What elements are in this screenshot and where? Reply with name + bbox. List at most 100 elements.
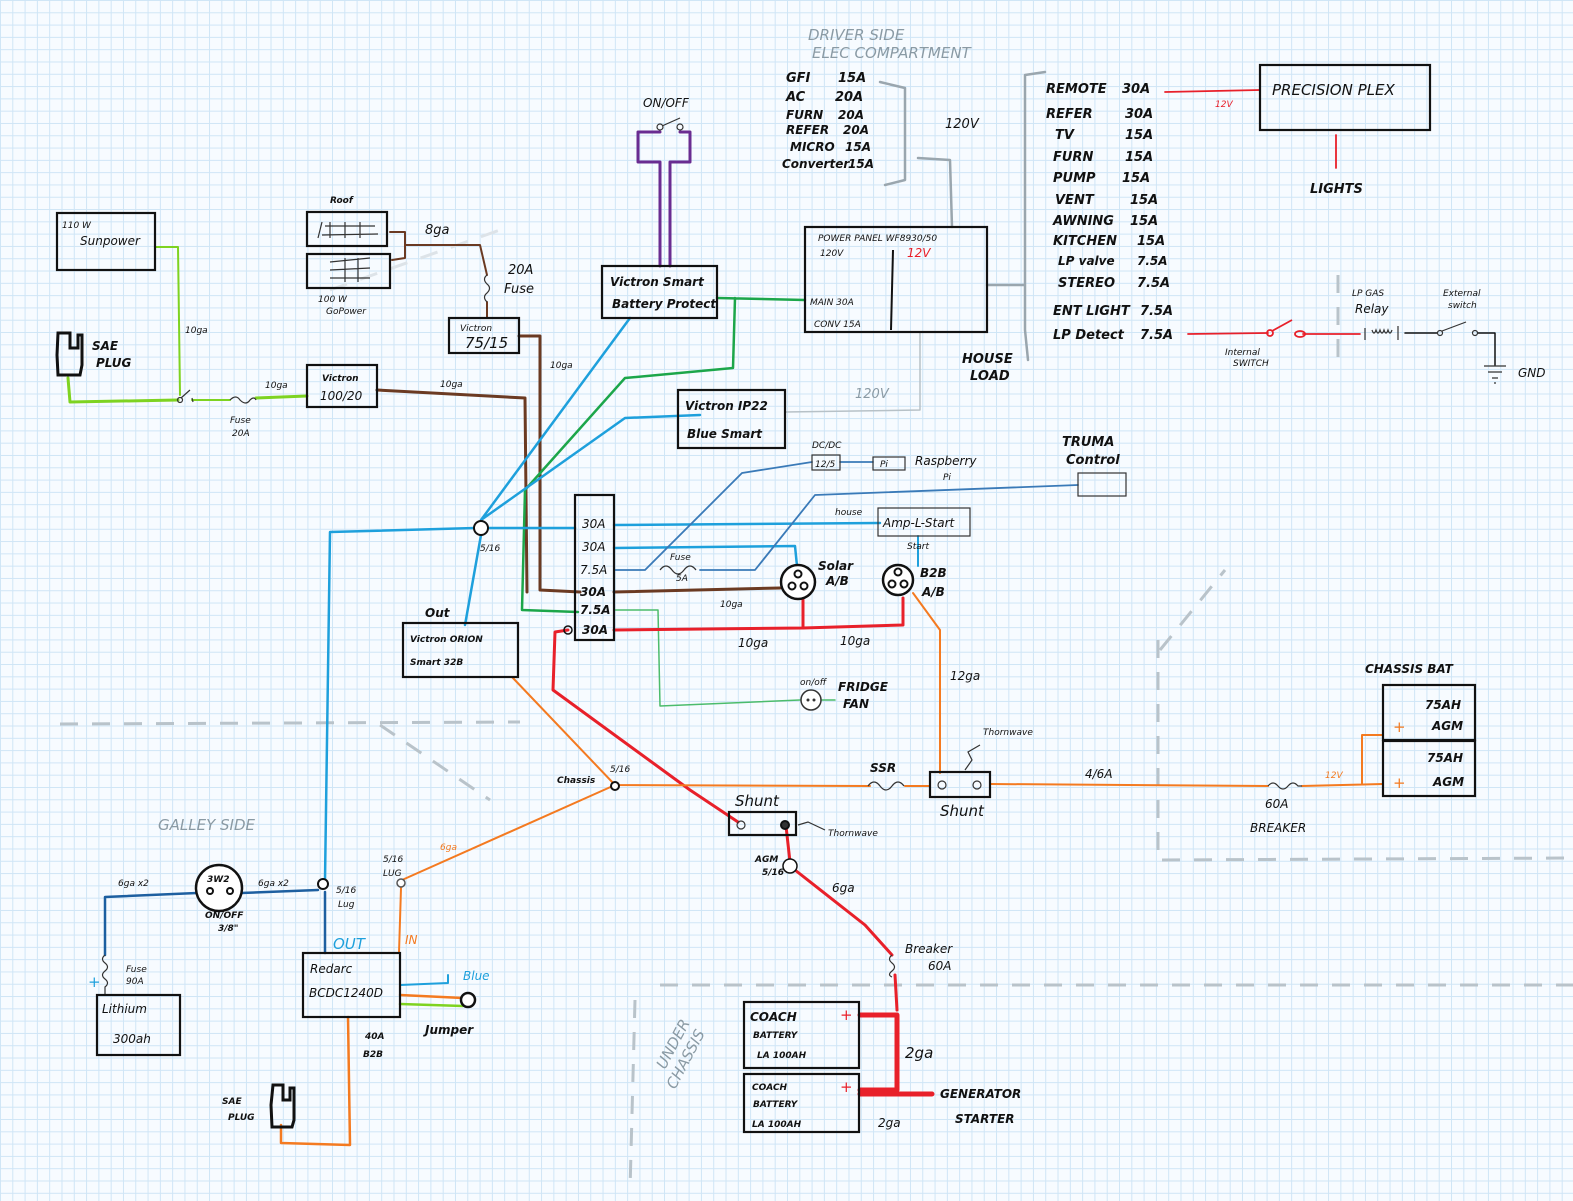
bus-lug-icon	[473, 520, 489, 536]
fuse-icon	[659, 565, 697, 575]
orion-label: Victron ORION	[410, 635, 483, 645]
wire-gauge-label: 6ga	[440, 843, 457, 853]
house-load-label: LOAD	[970, 369, 1010, 384]
fuse-block-box	[573, 493, 616, 642]
plus-terminal: +	[840, 1006, 853, 1024]
pi-box	[872, 456, 906, 471]
fuse-block-slot: 7.5A	[580, 603, 611, 617]
redarc-box	[301, 951, 402, 1019]
chassis-bat-label: CHASSIS BAT	[1365, 662, 1454, 676]
chassis-label: Chassis	[557, 776, 596, 786]
power-panel-dc: 12V	[907, 246, 931, 260]
redarc-in-label: IN	[405, 933, 418, 947]
breaker-name: AC	[785, 90, 806, 105]
ssr-icon	[867, 781, 905, 791]
thornwave-label: Thornwave	[983, 728, 1033, 738]
orion-out-label: Out	[425, 606, 451, 620]
wire-gauge-label: 10ga	[185, 326, 208, 336]
fuse-label: Fuse	[230, 416, 251, 426]
breaker-name: REFER	[786, 123, 829, 137]
amp-l-start-box	[877, 507, 971, 537]
internal-switch-label: SWITCH	[1233, 359, 1269, 369]
gopower-label: GoPower	[326, 307, 367, 317]
switch-contact-icon	[676, 123, 684, 131]
power-panel-conv: CONV 15A	[814, 320, 861, 330]
agm-label: AGM	[1432, 775, 1464, 789]
sunpower-label: 110 W	[62, 221, 92, 231]
fuse-block-slot: 7.5A	[580, 563, 607, 577]
breaker-label: 60A	[1265, 797, 1288, 811]
ip22-box	[676, 388, 787, 450]
fuse-label: 90A	[126, 977, 144, 987]
lp-gas-relay-label: Relay	[1355, 302, 1389, 316]
switch-3w2-label: 3/8"	[218, 924, 239, 934]
voltage-label: 120V	[855, 387, 890, 402]
region-label: ELEC COMPARTMENT	[812, 44, 973, 62]
breaker-rating: 15A	[848, 157, 874, 171]
b2b-label: 40A	[364, 1032, 385, 1042]
roof-panel-2	[305, 252, 392, 290]
b2b-ab-label: B2B	[920, 566, 947, 580]
generator-starter-label: GENERATOR	[940, 1087, 1021, 1101]
svg-text:Converter15A: Converter15A	[782, 157, 874, 171]
fuse-icon	[101, 954, 109, 995]
breaker-label: 60A	[928, 959, 951, 973]
wire-gauge-label: 6ga x2	[118, 879, 149, 889]
lights-label: LIGHTS	[1310, 182, 1363, 197]
voltage-label: 120V	[945, 117, 980, 132]
wire-gauge-label: 6ga	[832, 881, 855, 895]
ip22-label: Victron IP22	[685, 399, 768, 413]
lug-icon	[317, 878, 329, 890]
switch-3w2-label: ON/OFF	[205, 911, 244, 921]
wire-gauge-label: 10ga	[440, 380, 463, 390]
gopower-label: 100 W	[318, 295, 348, 305]
power-panel-ac: 120V	[820, 249, 844, 259]
breaker-icon	[888, 954, 896, 978]
battery-protect-label: Victron Smart	[610, 275, 705, 289]
lug-label: 5/16	[383, 855, 403, 865]
coach-battery-label: LA 100AH	[752, 1120, 802, 1130]
labels: DRIVER SIDE ELEC COMPARTMENT GALLEY SIDE…	[62, 26, 1546, 1130]
fuse-label: Fuse	[670, 553, 691, 563]
region-label: DRIVER SIDE	[808, 26, 905, 44]
fridge-fan-switch-icon	[800, 689, 822, 711]
switch-contact-icon	[656, 123, 664, 131]
thornwave-label: Thornwave	[828, 829, 878, 839]
wire-gauge-label: 2ga	[905, 1044, 933, 1062]
fuse-block-slot: 30A	[582, 540, 605, 554]
voltage-label: 12V	[1215, 100, 1233, 110]
fuse-icon	[229, 396, 257, 404]
agm-label: 75AH	[1425, 698, 1461, 712]
orion-box	[401, 621, 520, 679]
agm-battery-2-box	[1381, 739, 1477, 798]
plus-terminal: +	[1393, 718, 1406, 736]
raspberry-pi-label: Raspberry	[915, 454, 977, 468]
breaker-icon	[1267, 782, 1302, 790]
symbols	[55, 117, 1506, 1129]
victron-10020-label: 100/20	[320, 389, 363, 403]
roof-label: Roof	[330, 196, 354, 206]
precision-plex-box	[1258, 63, 1432, 132]
lug-icon	[563, 625, 573, 635]
victron-7515-label: 75/15	[465, 334, 508, 352]
b2b-label: B2B	[363, 1050, 383, 1060]
fuse-label: Fuse	[126, 965, 147, 975]
house-label: house	[835, 508, 863, 518]
plus-terminal: +	[88, 973, 101, 991]
relay-coil-icon	[1364, 326, 1399, 340]
sae-plug-icon	[55, 331, 84, 377]
wire-gauge-label: 10ga	[738, 636, 768, 650]
battery-switch-3w2-icon	[194, 863, 244, 913]
